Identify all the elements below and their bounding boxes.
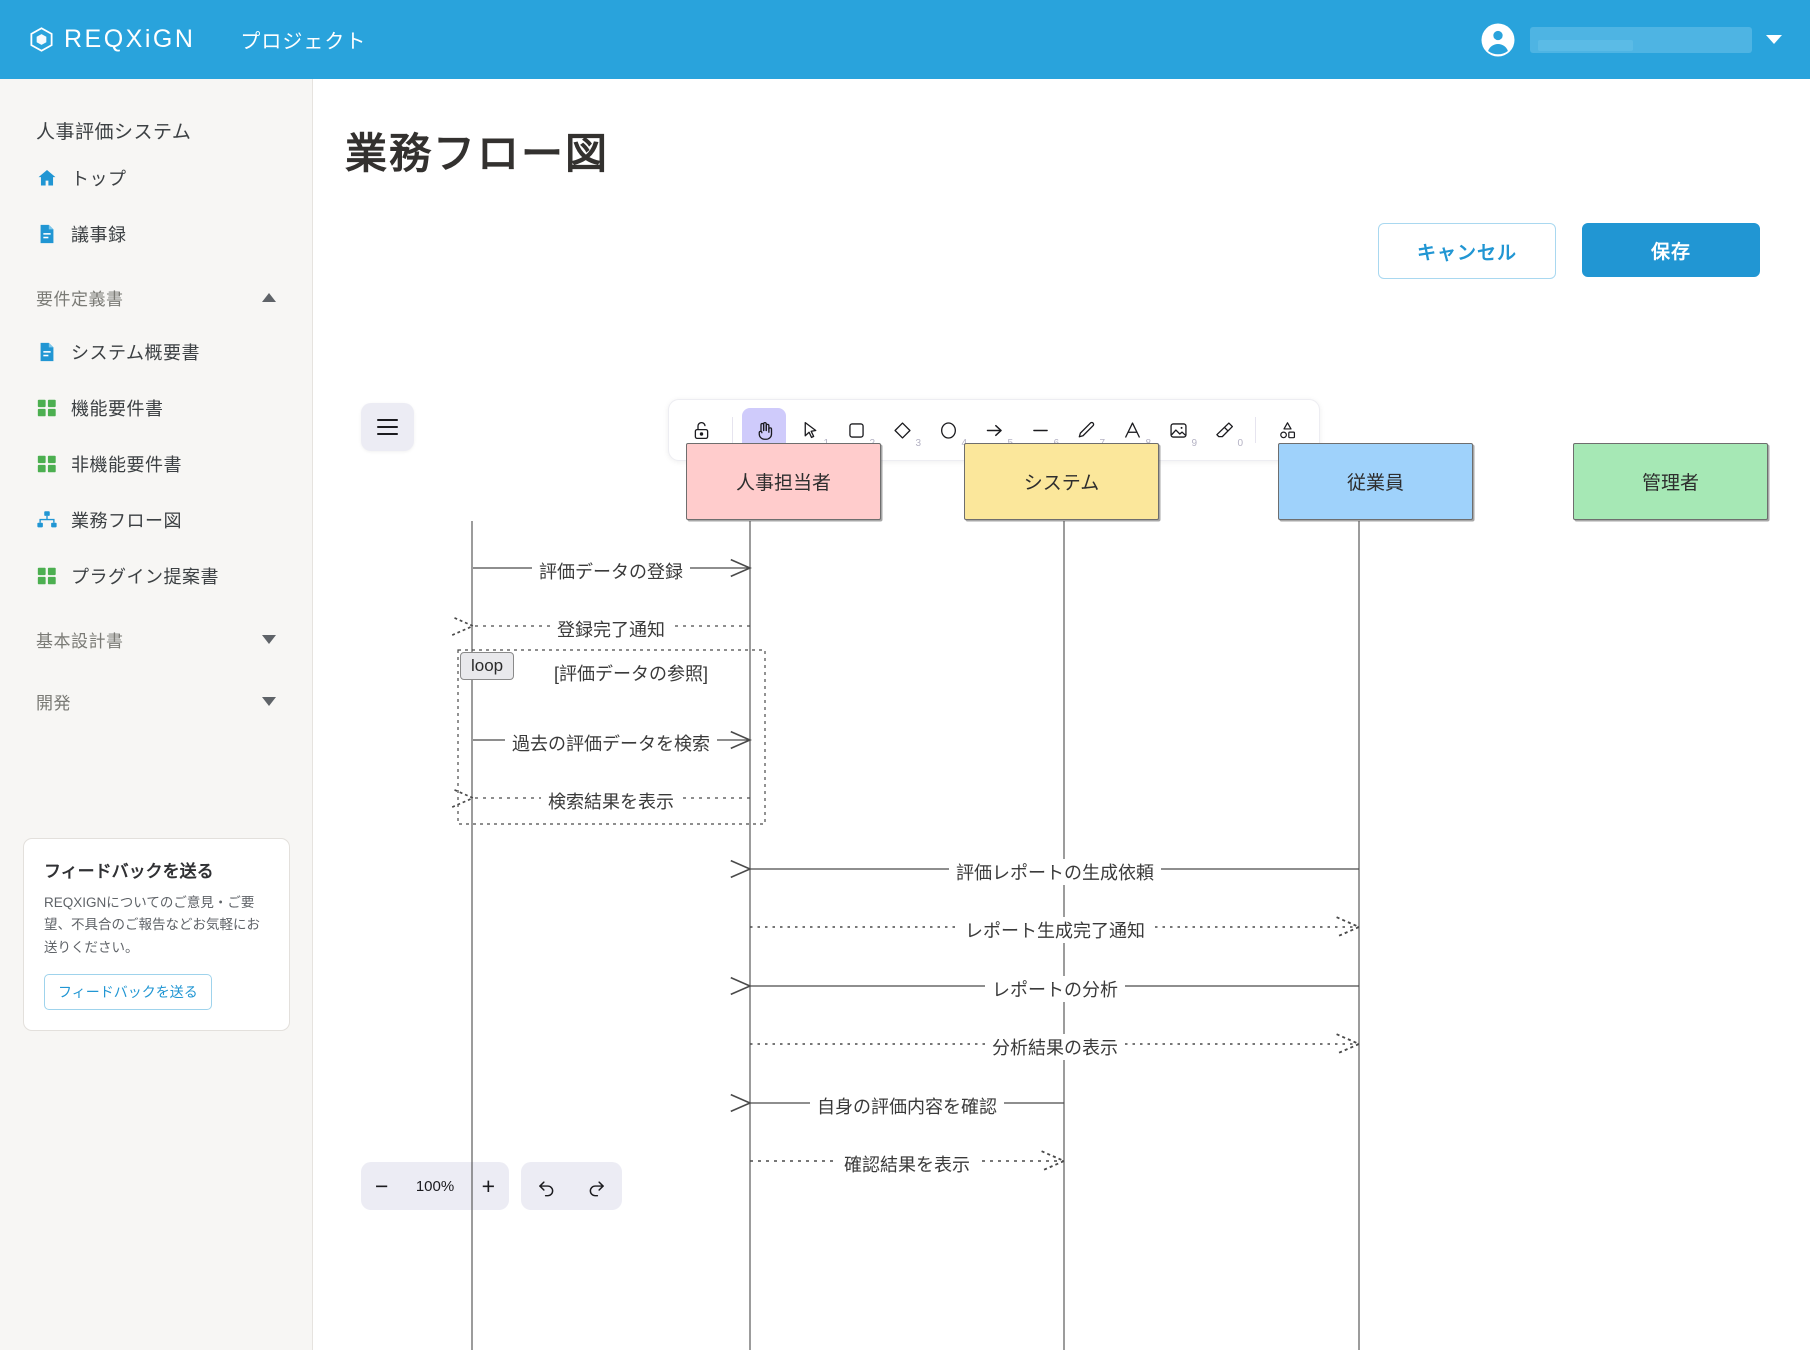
feedback-body: REQXIGNについてのご意見・ご要望、不具合のご報告などお気軽にお送りください… (44, 895, 260, 955)
action-buttons: キャンセル 保存 (1378, 223, 1760, 279)
lifeline-header-box[interactable]: 従業員 (1278, 443, 1473, 520)
chevron-down-icon[interactable] (262, 634, 276, 644)
project-label[interactable]: プロジェクト (240, 31, 367, 53)
sidebar-item-label: 非機能要件書 (71, 454, 182, 475)
sidebar-item-label: システム概要書 (71, 342, 200, 363)
chevron-up-icon[interactable] (262, 292, 276, 302)
lifeline-header-box[interactable]: 管理者 (1573, 443, 1768, 520)
sidebar-item-label: 機能要件書 (71, 398, 164, 419)
top-app-bar: REQXiGN プロジェクト (0, 0, 1810, 79)
sidebar-item-business-flow[interactable]: 業務フロー図 (0, 497, 312, 542)
zoom-level-value[interactable]: 100% (415, 1177, 455, 1195)
image-icon[interactable]: 9 (1156, 408, 1200, 452)
zoom-out-button[interactable]: − (375, 1172, 389, 1199)
message-arrows (473, 558, 1359, 1161)
message-label: 評価レポートの生成依頼 (949, 859, 1161, 885)
toolbar-divider (1255, 417, 1256, 443)
redo-icon[interactable] (586, 1176, 607, 1197)
message-label: 自身の評価内容を確認 (810, 1093, 1004, 1119)
message-label: 過去の評価データを検索 (505, 730, 717, 756)
diamond-icon[interactable]: 3 (880, 408, 924, 452)
history-controls (521, 1162, 622, 1210)
message-label: レポート生成完了通知 (958, 917, 1152, 943)
sidebar-group-development[interactable]: 開発 (0, 680, 312, 722)
loop-fragment-condition: [評価データの参照] (554, 664, 709, 684)
undo-icon[interactable] (536, 1176, 557, 1197)
page-title: 業務フロー図 (345, 130, 610, 177)
sidebar-item-label: プラグイン提案書 (71, 566, 219, 587)
brand[interactable]: REQXiGN (28, 25, 195, 54)
lifeline-lines (471, 521, 1360, 1350)
main-content: 業務フロー図 キャンセル 保存 (313, 79, 1810, 1350)
sidebar-item-label: トップ (71, 168, 127, 189)
chevron-down-icon[interactable] (262, 696, 276, 706)
sidebar-group-label: 開発 (36, 693, 71, 713)
sidebar-project-title: 人事評価システム (36, 122, 192, 143)
sidebar-group-label: 要件定義書 (36, 289, 124, 309)
toolbar-divider (732, 417, 733, 443)
lifeline-header-box[interactable]: システム (964, 443, 1159, 520)
sidebar-item-top[interactable]: トップ (0, 155, 312, 200)
tool-shortcut: 3 (915, 438, 921, 449)
sidebar-item-label: 議事録 (71, 224, 127, 245)
sidebar-item-minutes[interactable]: 議事録 (0, 211, 312, 256)
message-label: 評価データの登録 (532, 558, 690, 584)
sidebar: 人事評価システム トップ 議事録 要件定義書 システム概要書 (0, 79, 313, 1350)
cube-logo-icon (28, 26, 55, 53)
message-label: 確認結果を表示 (837, 1151, 977, 1177)
grid-icon (36, 565, 58, 587)
feedback-title: フィードバックを送る (44, 862, 214, 881)
home-icon (36, 167, 58, 189)
loop-fragment-tag: loop (460, 652, 515, 680)
tool-shortcut: 0 (1237, 438, 1243, 449)
save-button[interactable]: 保存 (1582, 223, 1760, 277)
grid-icon (36, 453, 58, 475)
sidebar-group-label: 基本設計書 (36, 631, 124, 651)
zoom-in-button[interactable]: + (481, 1172, 495, 1199)
document-icon (36, 223, 58, 245)
brand-name: REQXiGN (64, 25, 196, 53)
cancel-button[interactable]: キャンセル (1378, 223, 1556, 279)
sidebar-item-system-overview[interactable]: システム概要書 (0, 329, 312, 374)
lifeline-header-box[interactable]: 人事担当者 (686, 443, 881, 520)
excalidraw-canvas[interactable]: 1 2 3 4 (313, 315, 1810, 1350)
message-label: 検索結果を表示 (541, 788, 681, 814)
flowchart-icon (36, 509, 58, 531)
account-area[interactable] (1480, 22, 1782, 58)
sidebar-group-requirements[interactable]: 要件定義書 (0, 276, 312, 318)
lock-icon[interactable] (679, 408, 723, 452)
hamburger-menu-icon[interactable] (361, 403, 414, 451)
sidebar-item-functional-req[interactable]: 機能要件書 (0, 385, 312, 430)
sidebar-item-plugin-proposal[interactable]: プラグイン提案書 (0, 553, 312, 598)
feedback-card: フィードバックを送る REQXIGNについてのご意見・ご要望、不具合のご報告など… (23, 838, 290, 1031)
sidebar-item-label: 業務フロー図 (71, 510, 182, 531)
shapes-library-icon[interactable] (1265, 408, 1309, 452)
send-feedback-button[interactable]: フィードバックを送る (44, 973, 212, 1010)
message-label: レポートの分析 (985, 976, 1125, 1002)
grid-icon (36, 397, 58, 419)
account-circle-icon[interactable] (1480, 22, 1516, 58)
message-label: 分析結果の表示 (985, 1034, 1125, 1060)
sidebar-group-basic-design[interactable]: 基本設計書 (0, 618, 312, 660)
caret-down-icon[interactable] (1766, 35, 1782, 44)
document-icon (36, 341, 58, 363)
tool-shortcut: 9 (1191, 438, 1197, 449)
user-name (1530, 26, 1752, 53)
message-label: 登録完了通知 (550, 616, 672, 642)
sidebar-item-nonfunctional-req[interactable]: 非機能要件書 (0, 441, 312, 486)
loop-fragment-frame (457, 649, 766, 825)
eraser-icon[interactable]: 0 (1202, 408, 1246, 452)
zoom-controls: − 100% + (361, 1162, 509, 1210)
